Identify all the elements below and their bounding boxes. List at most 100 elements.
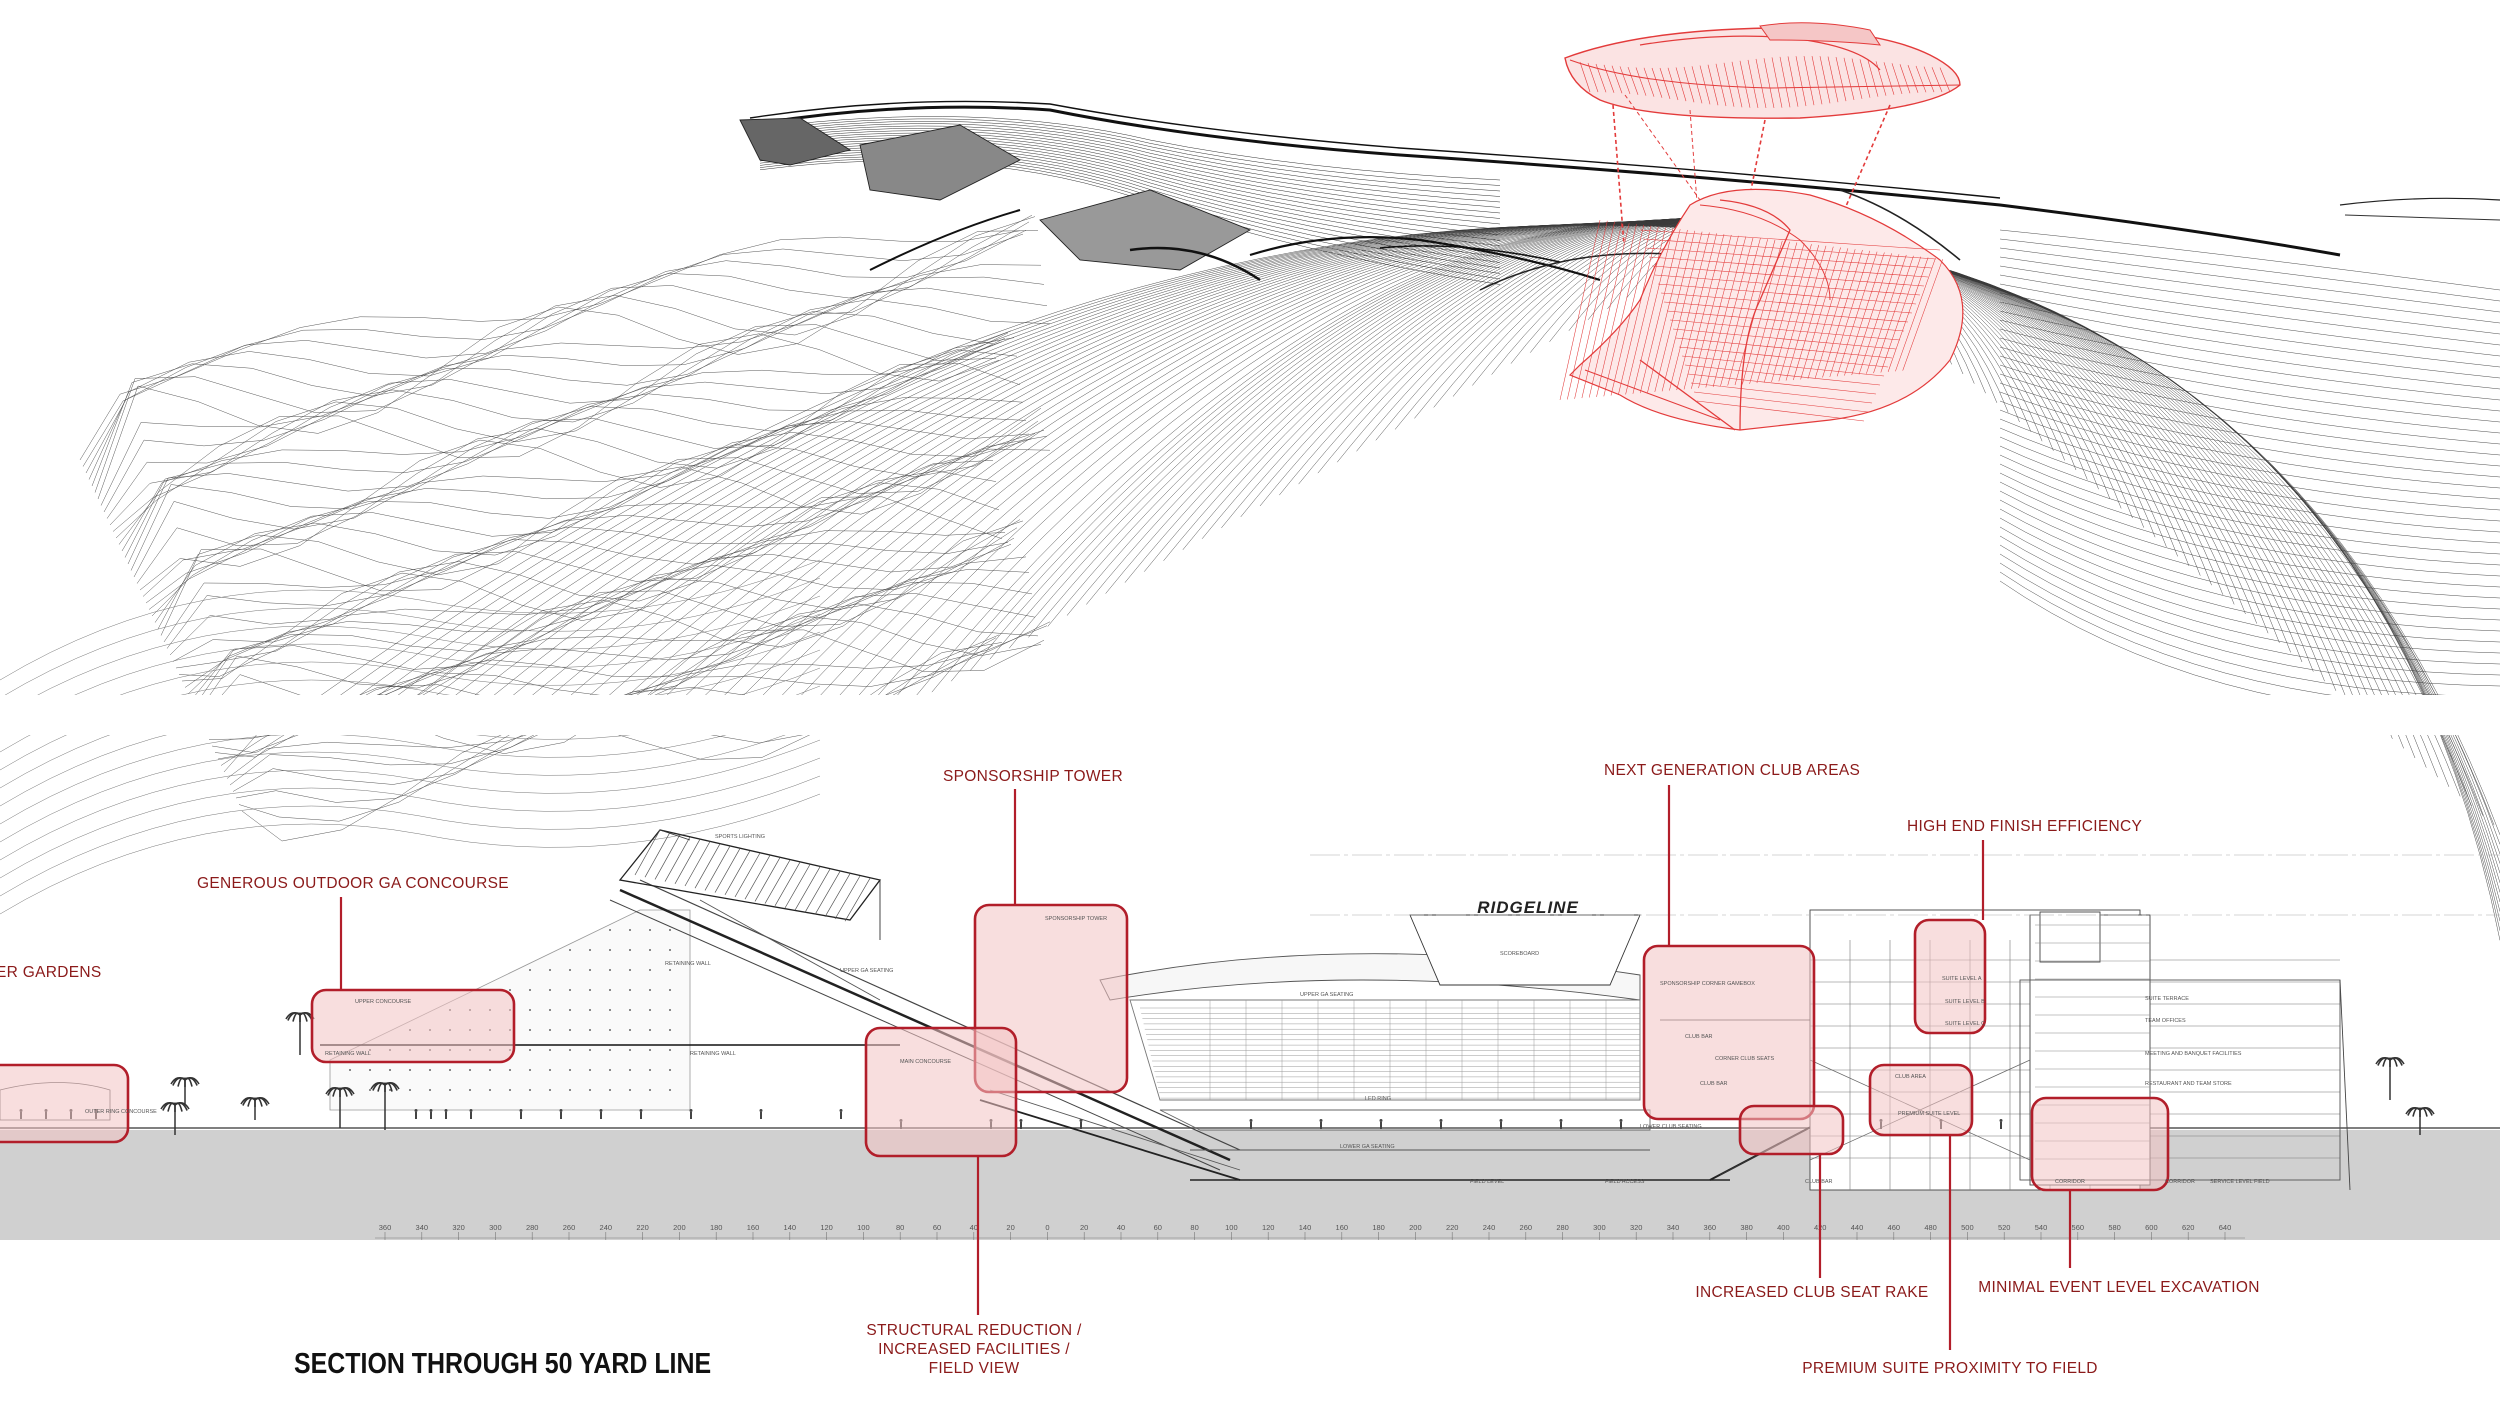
callout-highlight-box: [1868, 1063, 1974, 1137]
axis-tick-label: 280: [526, 1223, 539, 1232]
axis-tick-label: 20: [1080, 1223, 1088, 1232]
axis-tick-label: 340: [416, 1223, 429, 1232]
axis-tick-label: 240: [1483, 1223, 1496, 1232]
callout-sponsorship-label: SPONSORSHIP TOWER: [943, 768, 1123, 785]
axis-tick-label: 380: [1740, 1223, 1753, 1232]
axis-tick-label: 360: [1704, 1223, 1717, 1232]
callout-club-rake-label: INCREASED CLUB SEAT RAKE: [1695, 1284, 1928, 1301]
axis-tick-label: 480: [1924, 1223, 1937, 1232]
axis-tick-label: 120: [820, 1223, 833, 1232]
axis-tick-label: 360: [379, 1223, 392, 1232]
axis-tick-label: 0: [1045, 1223, 1049, 1232]
axis-tick-label: 260: [1520, 1223, 1533, 1232]
label-field-access: FIELD ACCESS: [1605, 1179, 1645, 1185]
axis-tick-label: 100: [857, 1223, 870, 1232]
axis-tick-label: 20: [1006, 1223, 1014, 1232]
label-corridor: CORRIDOR: [2165, 1179, 2195, 1185]
axis-tick-label: 260: [563, 1223, 576, 1232]
axis-tick-label: 180: [1372, 1223, 1385, 1232]
axis-tick-label: 200: [673, 1223, 686, 1232]
callout-highlights: [0, 903, 2170, 1192]
label-upper-concourse: UPPER CONCOURSE: [355, 999, 412, 1005]
axis-tick-label: 600: [2145, 1223, 2158, 1232]
label-club-bar: CLUB BAR: [1685, 1034, 1713, 1040]
label-upper-ga-seating: UPPER GA SEATING: [840, 968, 893, 974]
label-main-concourse: MAIN CONCOURSE: [900, 1059, 951, 1065]
terrain-shading: [739, 117, 1961, 331]
label-club-bar: CLUB BAR: [1805, 1179, 1833, 1185]
floating-stadium-model: [1564, 22, 1961, 119]
label-retaining-wall: RETAINING WALL: [690, 1051, 736, 1057]
callout-excavation-label: MINIMAL EVENT LEVEL EXCAVATION: [1978, 1279, 2259, 1296]
callout-club-areas-label: NEXT GENERATION CLUB AREAS: [1604, 762, 1860, 779]
ridgeline-logo: RIDGELINE: [1477, 898, 1579, 917]
embedded-stadium-bowl: [1559, 188, 1964, 431]
callout-highlight-box: [1738, 1104, 1845, 1156]
callout-suite-label: PREMIUM SUITE PROXIMITY TO FIELD: [1802, 1360, 2098, 1377]
axis-tick-label: 160: [747, 1223, 760, 1232]
callout-structural-label: STRUCTURAL REDUCTION /: [866, 1322, 1082, 1339]
callout-ga-concourse-label: GENEROUS OUTDOOR GA CONCOURSE: [197, 875, 509, 892]
label-club-bar: CLUB BAR: [1700, 1081, 1728, 1087]
label-suite-level-b: SUITE LEVEL B: [1945, 999, 1985, 1005]
axis-tick-label: 180: [710, 1223, 723, 1232]
axis-tick-label: 560: [2072, 1223, 2085, 1232]
label-suite-level-a: SUITE LEVEL A: [1942, 976, 1982, 982]
label-team-offices: TEAM OFFICES: [2145, 1018, 2186, 1024]
label-scoreboard: SCOREBOARD: [1500, 951, 1539, 957]
axis-tick-label: 320: [452, 1223, 465, 1232]
axis-tick-label: 460: [1888, 1223, 1901, 1232]
label-suite-terrace: SUITE TERRACE: [2145, 996, 2189, 1002]
terrain-model: [0, 116, 2500, 941]
label-outer-ring: OUTER RING CONCOURSE: [85, 1109, 157, 1115]
label-service-level: SERVICE LEVEL FIELD: [2210, 1179, 2270, 1185]
axis-tick-label: 280: [1556, 1223, 1569, 1232]
axis-tick-label: 240: [600, 1223, 613, 1232]
axis-tick-label: 500: [1961, 1223, 1974, 1232]
axis-tick-label: 620: [2182, 1223, 2195, 1232]
callout-highlight-box: [1642, 944, 1816, 1121]
label-sponsorship-tower: SPONSORSHIP TOWER: [1045, 916, 1107, 922]
label-sports-lighting: SPORTS LIGHTING: [715, 834, 765, 840]
axis-tick-label: 100: [1225, 1223, 1238, 1232]
axis-tick-label: 120: [1262, 1223, 1275, 1232]
axis-tick-label: 340: [1667, 1223, 1680, 1232]
axis-tick-label: 300: [1593, 1223, 1606, 1232]
label-corner-club-seats: CORNER CLUB SEATS: [1715, 1056, 1775, 1062]
label-retaining-wall: RETAINING WALL: [665, 961, 711, 967]
callout-highlight-box: [864, 1026, 1018, 1158]
ridge-line: [749, 100, 2500, 257]
axis-tick-label: 540: [2035, 1223, 2048, 1232]
page-title: SECTION THROUGH 50 YARD LINE: [294, 1348, 712, 1380]
axis-tick-label: 80: [1190, 1223, 1198, 1232]
axis-tick-label: 320: [1630, 1223, 1643, 1232]
label-lower-club-seating: LOWER CLUB SEATING: [1640, 1124, 1702, 1130]
label-restaurant: RESTAURANT AND TEAM STORE: [2145, 1081, 2232, 1087]
axis-tick-label: 520: [1998, 1223, 2011, 1232]
callout-highlight-box: [1913, 918, 1987, 1035]
stadium-massing-overlay: [1559, 22, 1964, 431]
callout-highlight-box: [2030, 1096, 2170, 1192]
label-sponsorship-corner: SPONSORSHIP CORNER GAMEBOX: [1660, 981, 1755, 987]
callout-leaders: [339, 785, 2072, 1350]
axis-tick-label: 60: [933, 1223, 941, 1232]
axis-tick-label: 640: [2219, 1223, 2232, 1232]
label-club-area: CLUB AREA: [1895, 1074, 1926, 1080]
label-lower-ga-seating: LOWER GA SEATING: [1340, 1144, 1395, 1150]
axis-tick-label: 140: [784, 1223, 797, 1232]
label-corridor: CORRIDOR: [2055, 1179, 2085, 1185]
callout-structural-label: INCREASED FACILITIES /: [878, 1341, 1070, 1358]
axis-tick-label: 40: [1117, 1223, 1125, 1232]
axis-tick-label: 300: [489, 1223, 502, 1232]
label-field-level: FIELD LEVEL: [1470, 1179, 1504, 1185]
axis-tick-label: 160: [1336, 1223, 1349, 1232]
axis-tick-label: 80: [896, 1223, 904, 1232]
palm-trees: [160, 1011, 2435, 1135]
axis-tick-label: 220: [636, 1223, 649, 1232]
callout-highlight-box: [0, 1063, 130, 1144]
axis-tick-label: 140: [1299, 1223, 1312, 1232]
label-meeting: MEETING AND BANQUET FACILITIES: [2145, 1051, 2242, 1057]
